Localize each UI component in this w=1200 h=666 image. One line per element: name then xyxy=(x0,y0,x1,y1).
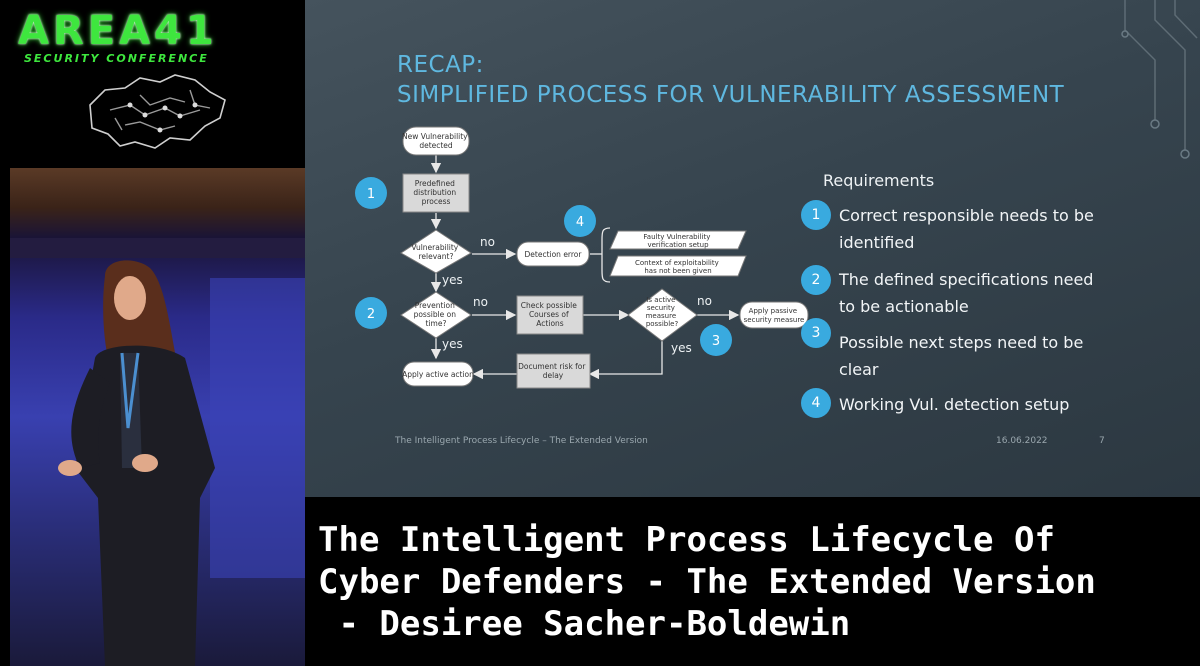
speaker-video xyxy=(10,168,305,666)
requirement-number-1: 1 xyxy=(801,200,831,230)
flow-courses-line1: Check possible xyxy=(521,301,578,310)
flow-yes-label-3: yes xyxy=(671,341,692,355)
conference-logo-text: AREA41 xyxy=(18,8,218,54)
requirement-number-4: 4 xyxy=(801,388,831,418)
svg-text:Document risk for delay: Document risk for delay xyxy=(518,362,588,380)
flow-yes-label-2: yes xyxy=(442,337,463,351)
slide-footer-date: 16.06.2022 xyxy=(996,436,1048,446)
flow-distribution-line2: distribution xyxy=(413,188,456,197)
flow-prevention-line3: time? xyxy=(426,319,447,328)
slide-title-line1: RECAP: xyxy=(397,52,484,78)
flow-relevant-line2: relevant? xyxy=(419,252,454,261)
flow-prevention-line2: possible on xyxy=(414,310,457,319)
flow-passive-line2: security measure xyxy=(744,316,805,324)
requirements-heading: Requirements xyxy=(823,171,935,190)
svg-text:Check possible Courses o: Check possible Courses of Actions xyxy=(521,301,580,328)
svg-text:Prevention possible on: Prevention possible on time? xyxy=(414,301,459,328)
svg-text:Is active security: Is active security measure possible? xyxy=(646,296,679,328)
flow-active-line2: security xyxy=(647,304,675,312)
requirement-text-3: Possible next steps need to be clear xyxy=(839,333,1084,379)
flow-start-line1: New Vulnerability xyxy=(402,132,468,141)
flow-no-label-1: no xyxy=(480,235,495,249)
requirement-text-4: Working Vul. detection setup xyxy=(839,395,1070,414)
flow-marker-1: 1 xyxy=(367,187,375,202)
flow-apply-active: Apply active action xyxy=(402,370,474,379)
flow-distribution-line1: Predefined xyxy=(415,179,455,188)
requirement-number-2: 2 xyxy=(801,265,831,295)
caption-line-2: Cyber Defenders - The Extended Version xyxy=(318,562,1096,602)
vulnerability-process-flowchart: New Vulnerability detected Predefined di… xyxy=(355,126,809,389)
svg-text:Vulnerability relevant?: Vulnerability relevant? xyxy=(411,243,460,261)
flow-active-line3: measure xyxy=(646,312,677,320)
flow-start-line2: detected xyxy=(419,141,453,150)
svg-text:Faulty Vulnerability ver: Faulty Vulnerability verification setup xyxy=(643,233,712,249)
svg-text:New Vulnerability detect: New Vulnerability detected xyxy=(402,132,470,150)
flow-distribution-line3: process xyxy=(422,197,451,206)
flow-document-line1: Document risk for xyxy=(518,362,586,371)
requirement-text-2: The defined specifications need to be ac… xyxy=(839,270,1094,316)
slide-page-number: 7 xyxy=(1099,436,1105,446)
flow-marker-4: 4 xyxy=(576,215,584,230)
requirement-number-3: 3 xyxy=(801,318,831,348)
flow-marker-3: 3 xyxy=(712,334,720,349)
circuit-decoration xyxy=(1121,0,1198,159)
conference-logo-subtitle: SECURITY CONFERENCE xyxy=(24,52,209,65)
svg-text:Context of exploitability: Context of exploitability has not been g… xyxy=(635,259,721,275)
slide-title-line2: SIMPLIFIED PROCESS FOR VULNERABILITY ASS… xyxy=(397,82,1065,108)
flow-document-line2: delay xyxy=(543,371,564,380)
flow-courses-line3: Actions xyxy=(536,319,563,328)
flow-no-label-2: no xyxy=(473,295,488,309)
flow-prevention-line1: Prevention xyxy=(415,301,455,310)
flow-relevant-line1: Vulnerability xyxy=(411,243,458,252)
flow-active-line1: Is active xyxy=(646,296,675,304)
flow-faulty-line1: Faulty Vulnerability xyxy=(643,233,710,241)
presentation-slide: RECAP: SIMPLIFIED PROCESS FOR VULNERABIL… xyxy=(305,0,1200,497)
flow-context-line2: has not been given xyxy=(644,267,711,275)
slide-footer-title: The Intelligent Process Lifecycle – The … xyxy=(395,436,648,446)
flow-passive-line1: Apply passive xyxy=(749,307,797,315)
flow-context-line1: Context of exploitability xyxy=(635,259,719,267)
flow-active-line4: possible? xyxy=(646,320,679,328)
switzerland-circuit-map-icon xyxy=(89,74,226,149)
caption-line-1: The Intelligent Process Lifecycle Of xyxy=(318,520,1055,560)
flow-marker-2: 2 xyxy=(367,307,375,322)
flow-no-label-3: no xyxy=(697,294,712,308)
svg-text:Predefined distribution: Predefined distribution process xyxy=(413,179,458,206)
caption-line-3: - Desiree Sacher-Boldewin xyxy=(318,604,851,644)
requirement-text-1: Correct responsible needs to be identifi… xyxy=(839,206,1094,252)
flow-courses-line2: Courses of xyxy=(529,310,569,319)
logo-panel: AREA41 SECURITY CONFERENCE xyxy=(0,0,305,165)
flow-detection-error: Detection error xyxy=(525,250,583,259)
svg-text:Apply passive security m: Apply passive security measure xyxy=(744,307,805,324)
flow-yes-label-1: yes xyxy=(442,273,463,287)
speaker-figure xyxy=(10,238,305,666)
flow-faulty-line2: verification setup xyxy=(647,241,709,249)
